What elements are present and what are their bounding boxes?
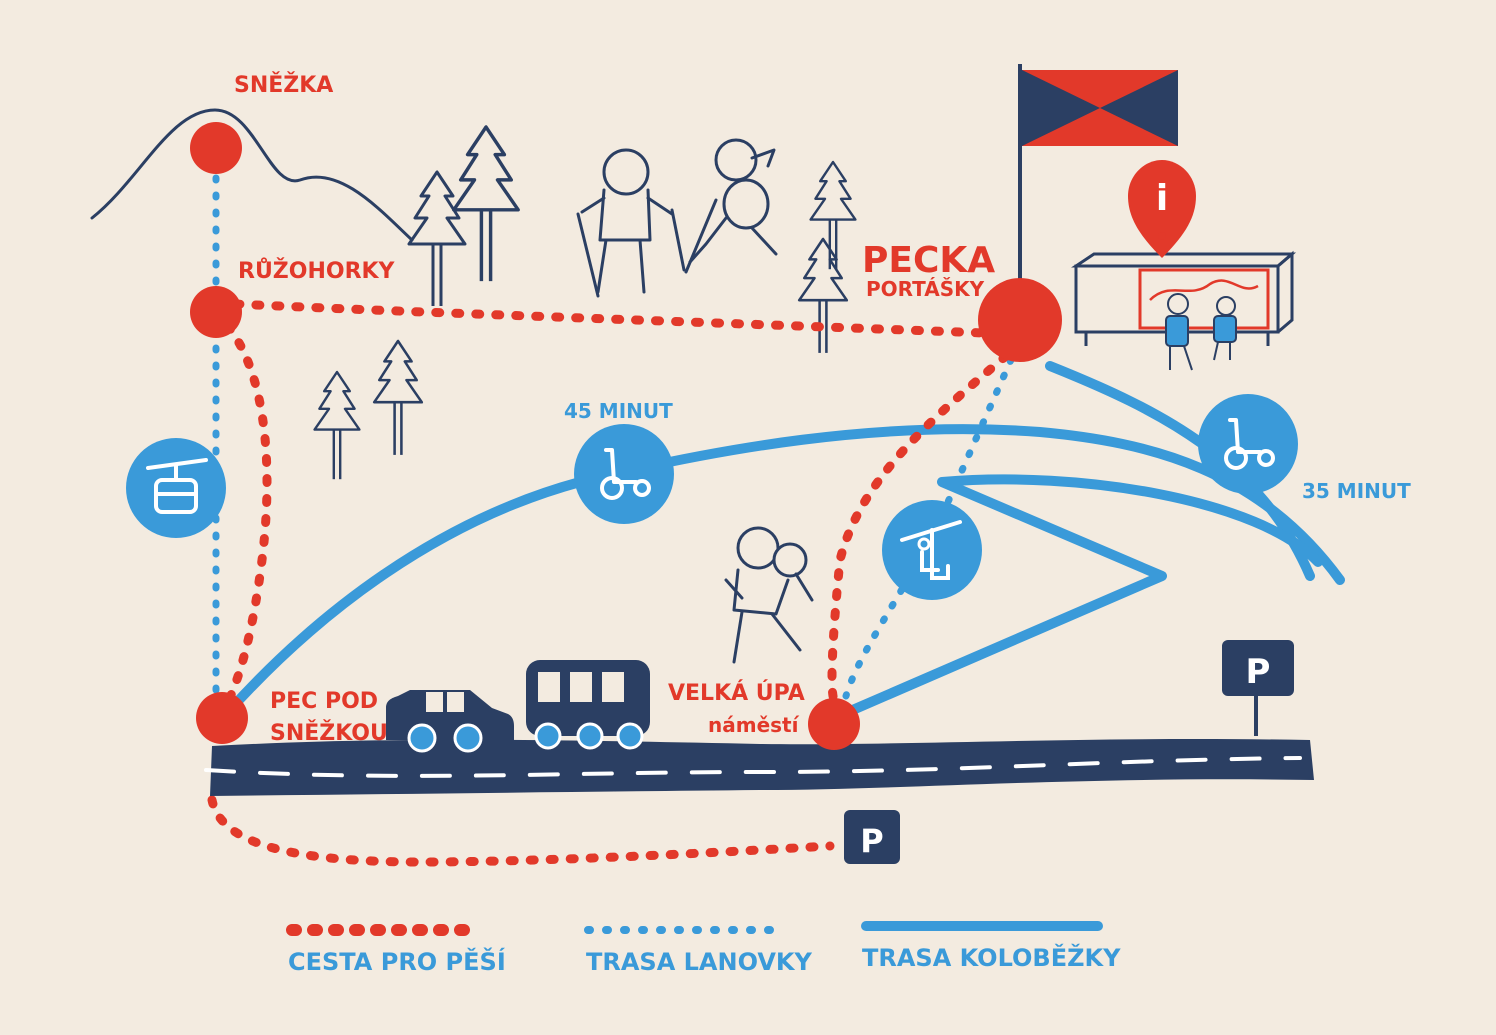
flag-icon [1018, 64, 1178, 296]
label-pec-line2: SNĚŽKOU [270, 720, 388, 746]
parking-icon[interactable]: P [844, 810, 900, 864]
family-illustration [724, 526, 814, 664]
stop-snezka[interactable] [190, 122, 242, 174]
label-portasky: PORTÁŠKY [866, 277, 985, 301]
scooter-icon[interactable] [574, 424, 674, 524]
label-namesti: náměstí [708, 713, 800, 737]
stop-ruzohorky[interactable] [190, 286, 242, 338]
hikers-illustration [576, 138, 778, 298]
parking-symbol: P [860, 822, 883, 860]
info-pin-icon[interactable]: i [1128, 160, 1196, 258]
road [204, 739, 1314, 796]
walking-route [207, 299, 1015, 867]
scooter-icon[interactable] [1198, 394, 1298, 494]
cable-car-icon[interactable] [126, 438, 226, 538]
stop-velka-upa[interactable] [808, 698, 860, 750]
legend: CESTA PRO PĚŠÍ TRASA LANOVKY TRASA KOLOB… [286, 921, 1121, 976]
label-ruzohorky: RŮŽOHORKY [238, 258, 396, 284]
info-symbol: i [1156, 178, 1168, 219]
stop-pecka[interactable] [978, 278, 1062, 362]
parking-symbol: P [1246, 652, 1271, 692]
mountains [90, 108, 414, 242]
cableway-route [212, 174, 1022, 700]
bus-icon [526, 660, 650, 750]
label-pec-line1: PEC POD [270, 689, 378, 714]
legend-scooter-label: TRASA KOLOBĚŽKY [862, 943, 1121, 972]
stop-pec-pod-snezkou[interactable] [196, 692, 248, 744]
duration-35: 35 MINUT [1302, 479, 1411, 503]
legend-walking-label: CESTA PRO PĚŠÍ [288, 946, 506, 976]
label-pecka: PECKA [862, 240, 995, 281]
car-icon [386, 690, 514, 753]
chairlift-icon[interactable] [882, 500, 982, 600]
label-velka-upa: VELKÁ ÚPA [668, 680, 805, 706]
label-snezka: SNĚŽKA [234, 72, 333, 98]
parking-icon[interactable]: P [1222, 640, 1294, 736]
info-board [1071, 250, 1297, 371]
legend-cableway-label: TRASA LANOVKY [586, 948, 813, 976]
duration-45: 45 MINUT [564, 399, 673, 423]
